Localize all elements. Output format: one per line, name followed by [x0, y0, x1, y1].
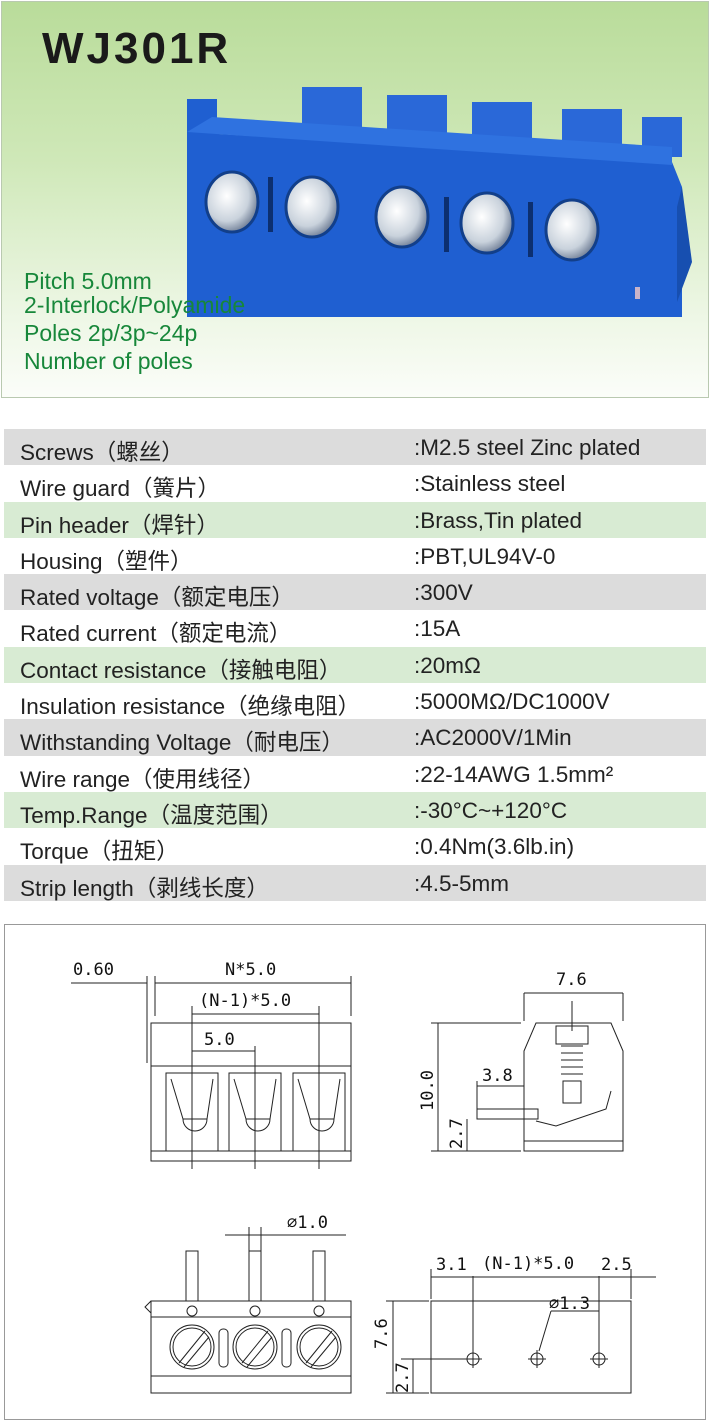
- spec-row: Screws（螺丝） :M2.5 steel Zinc plated: [4, 429, 706, 466]
- spec-label: Insulation resistance（绝缘电阻）: [20, 694, 361, 720]
- spec-label: Strip length（剥线长度）: [20, 875, 269, 901]
- dim-hole-offset: 2.7: [393, 1362, 413, 1393]
- spec-value: :Brass,Tin plated: [414, 507, 582, 533]
- dim-total-length: N*5.0: [225, 960, 276, 980]
- spec-value: :5000MΩ/DC1000V: [414, 689, 610, 715]
- spec-row: Pin header（焊针） :Brass,Tin plated: [4, 501, 706, 538]
- spec-value: :Stainless steel: [414, 471, 566, 497]
- spec-label: Wire guard（簧片）: [20, 476, 221, 502]
- terminal-block-image: [187, 87, 692, 317]
- spec-value: :4.5-5mm: [414, 870, 510, 896]
- dim-edge-left: 3.1: [436, 1255, 467, 1275]
- spec-label: Pin header（焊针）: [20, 512, 219, 538]
- feature-poles: Poles 2p/3p~24p: [24, 320, 198, 346]
- spec-value: :M2.5 steel Zinc plated: [414, 435, 641, 460]
- dim-side-height: 10.0: [418, 1070, 438, 1111]
- dim-pin-height: 2.7: [447, 1118, 467, 1149]
- dim-hole-diameter: ∅1.3: [549, 1294, 590, 1314]
- dim-hole-span: (N-1)*5.0: [482, 1254, 574, 1274]
- feature-number-of-poles: Number of poles: [24, 348, 193, 374]
- dim-footprint-depth: 7.6: [372, 1318, 392, 1349]
- spec-row: Wire range（使用线径） :22-14AWG 1.5mm²: [4, 756, 706, 792]
- spec-label: Rated voltage（额定电压）: [20, 585, 294, 611]
- spec-row: Withstanding Voltage（耐电压） :AC2000V/1Min: [4, 719, 706, 756]
- spec-label: Temp.Range（温度范围）: [20, 802, 283, 828]
- spec-row: Rated current（额定电流） :15A: [4, 610, 706, 646]
- spec-label: Torque（扭矩）: [20, 839, 179, 865]
- spec-row: Rated voltage（额定电压） :300V: [4, 574, 706, 611]
- spec-value: :-30°C~+120°C: [414, 797, 568, 823]
- spec-label: Contact resistance（接触电阻）: [20, 657, 342, 683]
- spec-row: Temp.Range（温度范围） :-30°C~+120°C: [4, 791, 706, 829]
- spec-row: Torque（扭矩） :0.4Nm(3.6lb.in): [4, 828, 706, 864]
- spec-table: Screws（螺丝） :M2.5 steel Zinc plated Wire g…: [4, 429, 706, 901]
- spec-row: Housing（塑件） :PBT,UL94V-0: [4, 538, 706, 574]
- dim-pin-length: 3.8: [482, 1066, 513, 1086]
- spec-label: Rated current（额定电流）: [20, 621, 292, 647]
- dim-offset: 0.60: [73, 960, 114, 980]
- feature-pitch: Pitch 5.0mm: [24, 268, 152, 294]
- spec-value: :0.4Nm(3.6lb.in): [414, 834, 575, 860]
- spec-value: :20mΩ: [414, 652, 481, 678]
- spec-value: :22-14AWG 1.5mm²: [414, 761, 614, 787]
- dim-edge-right: 2.5: [601, 1255, 632, 1275]
- spec-row: Wire guard（簧片） :Stainless steel: [4, 465, 706, 501]
- spec-value: :15A: [414, 616, 461, 642]
- pcb-footprint-view: 3.1 (N-1)*5.0 2.5 ∅1.3 7.6 2.7: [372, 1254, 656, 1394]
- dim-pitch: 5.0: [204, 1030, 235, 1050]
- pin-view: ∅1.0: [144, 1213, 352, 1394]
- model-title: WJ301R: [42, 24, 232, 73]
- spec-label: Withstanding Voltage（耐电压）: [20, 730, 344, 756]
- spec-value: :AC2000V/1Min: [414, 725, 572, 751]
- dim-pin-diameter: ∅1.0: [287, 1213, 328, 1233]
- front-view: 0.60 N*5.0 (N-1)*5.0 5.0: [71, 960, 352, 1169]
- screw-icons: [204, 170, 600, 262]
- spec-row: Strip length（剥线长度） :4.5-5mm: [4, 864, 706, 901]
- spec-label: Wire range（使用线径）: [20, 766, 266, 792]
- spec-row: Insulation resistance（绝缘电阻） :5000MΩ/DC100…: [4, 683, 706, 719]
- dim-pin-span: (N-1)*5.0: [199, 991, 291, 1011]
- spec-value: :300V: [414, 580, 473, 606]
- dimension-drawing: 0.60 N*5.0 (N-1)*5.0 5.0 7.6 10.0 3.8 2.…: [4, 924, 706, 1420]
- feature-interlock: 2-Interlock/Polyamide: [24, 292, 246, 318]
- spec-value: :PBT,UL94V-0: [414, 543, 556, 569]
- dim-side-width: 7.6: [556, 970, 587, 990]
- spec-label: Housing（塑件）: [20, 548, 193, 574]
- side-view: 7.6 10.0 3.8 2.7: [418, 970, 624, 1152]
- spec-label: Screws（螺丝）: [20, 440, 184, 465]
- spec-row: Contact resistance（接触电阻） :20mΩ: [4, 646, 706, 684]
- product-hero: WJ301R Pitch 5.0mm 2-Interlock/Polyamide…: [1, 1, 709, 398]
